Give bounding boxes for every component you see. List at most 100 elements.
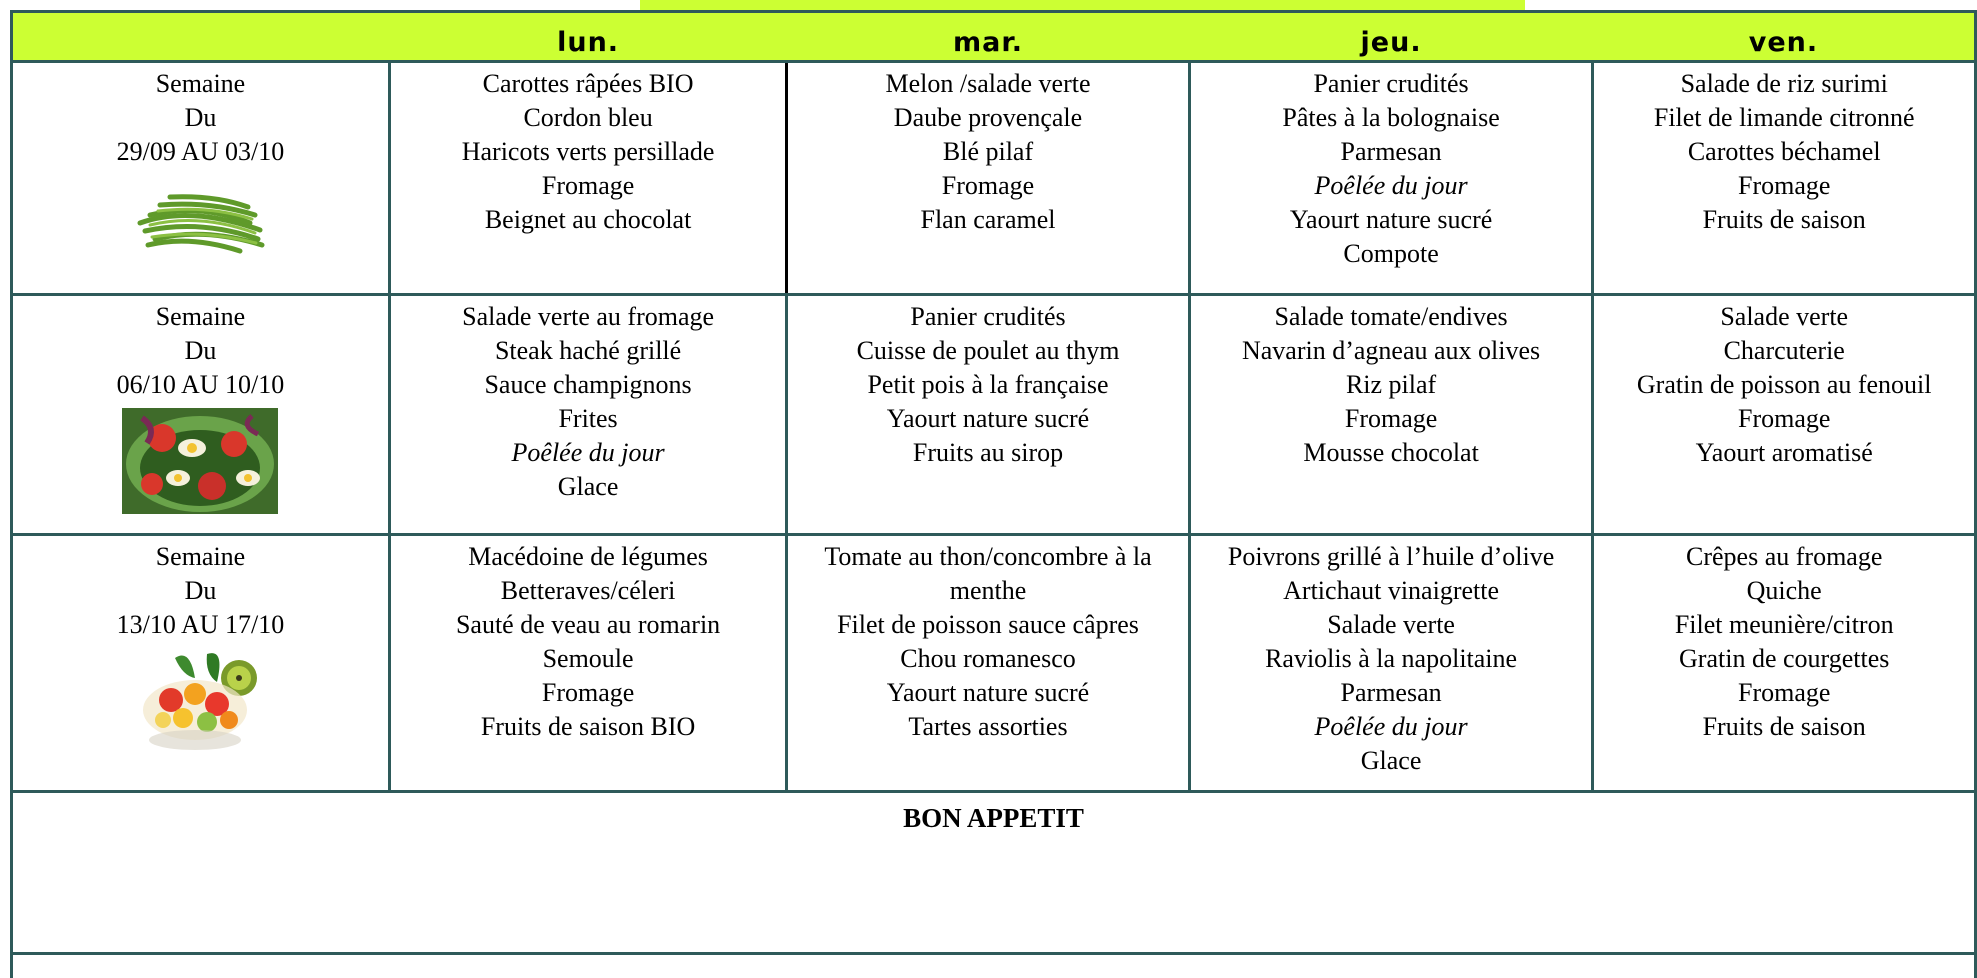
- dish-item-italic: Poêlée du jour: [511, 438, 665, 467]
- week-label-line: Semaine: [155, 302, 246, 331]
- dish-item: Quiche: [1746, 576, 1822, 605]
- menu-cell-lun: Carottes râpées BIO Cordon bleu Haricots…: [387, 60, 789, 296]
- menu-cell-jeu: Poivrons grillé à l’huile d’olive Artich…: [1187, 533, 1595, 793]
- week-label-line: Du: [184, 103, 217, 132]
- menu-cell-lun: Macédoine de légumes Betteraves/céleri S…: [387, 533, 789, 793]
- week-label-line: Semaine: [155, 69, 246, 98]
- week-label-line: Semaine: [155, 542, 246, 571]
- day-header-jeu: jeu.: [1189, 10, 1593, 63]
- dish-item: Yaourt nature sucré: [1289, 205, 1493, 234]
- dish-item: Crêpes au fromage: [1686, 542, 1883, 571]
- dish-item: Filet de limande citronné: [1653, 103, 1915, 132]
- dish-item: Gratin de courgettes: [1679, 644, 1890, 673]
- week-label-line: Du: [184, 336, 217, 365]
- dish-item: Fruits de saison: [1702, 205, 1866, 234]
- fruit-salad-image: [143, 653, 258, 750]
- dish-item: Parmesan: [1340, 137, 1442, 166]
- dish-item: Pâtes à la bolognaise: [1282, 103, 1500, 132]
- dish-item: Yaourt nature sucré: [886, 678, 1090, 707]
- dish-item: Frites: [558, 404, 618, 433]
- dish-item: Fruits de saison: [1702, 712, 1866, 741]
- week-label-cell: Semaine Du 06/10 AU 10/10: [10, 293, 391, 536]
- menu-cell-jeu: Salade tomate/endives Navarin d’agneau a…: [1187, 293, 1595, 536]
- salad-image: [122, 408, 279, 514]
- dish-item: Poivrons grillé à l’huile d’olive: [1227, 542, 1555, 571]
- week-row-2: Semaine Du 06/10 AU 10/10: [10, 293, 1977, 536]
- dish-item: Filet de poisson sauce câpres: [837, 610, 1139, 639]
- dish-item: Salade verte au fromage: [462, 302, 715, 331]
- dish-item: Mousse chocolat: [1303, 438, 1479, 467]
- dish-item: Flan caramel: [920, 205, 1056, 234]
- footer-cell: BON APPETIT: [10, 790, 1977, 955]
- dish-item: Salade verte: [1720, 302, 1849, 331]
- dish-item-italic: Poêlée du jour: [1314, 171, 1468, 200]
- menu-cell-ven: Salade verte Charcuterie Gratin de poiss…: [1591, 293, 1977, 536]
- dish-item: Raviolis à la napolitaine: [1265, 644, 1518, 673]
- menu-cell-jeu: Panier crudités Pâtes à la bolognaise Pa…: [1187, 60, 1595, 296]
- dish-item: Salade verte: [1327, 610, 1455, 639]
- week-label-cell: Semaine Du 29/09 AU 03/10: [10, 60, 391, 296]
- bon-appetit-text: BON APPETIT: [903, 803, 1084, 833]
- day-header-ven: ven.: [1592, 10, 1977, 63]
- dish-item: Fromage: [541, 678, 635, 707]
- dish-item: Parmesan: [1340, 678, 1442, 707]
- menu-cell-ven: Salade de riz surimi Filet de limande ci…: [1591, 60, 1977, 296]
- bottom-empty-cell: [10, 952, 1977, 978]
- dish-item: Melon /salade verte: [885, 69, 1091, 98]
- dish-item: Carottes râpées BIO: [482, 69, 694, 98]
- day-header-lun: lun.: [389, 10, 787, 63]
- week-date-range: 13/10 AU 17/10: [116, 610, 285, 639]
- dish-item-italic: Poêlée du jour: [1314, 712, 1468, 741]
- dish-item: Haricots verts persillade: [461, 137, 715, 166]
- dish-item: Sauté de veau au romarin: [455, 610, 721, 639]
- dish-item: Beignet au chocolat: [484, 205, 692, 234]
- dish-item: Tartes assorties: [908, 712, 1068, 741]
- week-date-range: 29/09 AU 03/10: [116, 137, 285, 166]
- dish-item: Fromage: [1737, 404, 1831, 433]
- dish-item: Yaourt nature sucré: [886, 404, 1090, 433]
- dish-item: Navarin d’agneau aux olives: [1241, 336, 1541, 365]
- dish-item: Panier crudités: [910, 302, 1066, 331]
- dish-item: Fromage: [541, 171, 635, 200]
- dish-item: Cordon bleu: [523, 103, 653, 132]
- week-row-3: Semaine Du 13/10 AU 17/10: [10, 533, 1977, 793]
- week-label-line: Du: [184, 576, 217, 605]
- week-label-cell: Semaine Du 13/10 AU 17/10: [10, 533, 391, 793]
- dish-item: Gratin de poisson au fenouil: [1636, 370, 1932, 399]
- dish-item: Glace: [1360, 746, 1422, 775]
- dish-item: Blé pilaf: [942, 137, 1034, 166]
- dish-item: Betteraves/céleri: [500, 576, 676, 605]
- menu-cell-mar: Tomate au thon/concombre à la menthe Fil…: [785, 533, 1191, 793]
- dish-item: Salade de riz surimi: [1680, 69, 1888, 98]
- dish-item: Fromage: [1737, 171, 1831, 200]
- green-beans-image: [137, 194, 265, 254]
- week-date-range: 06/10 AU 10/10: [116, 370, 285, 399]
- dish-item: Panier crudités: [1313, 69, 1469, 98]
- weekly-menu-table: lun. mar. jeu. ven. Semaine Du 29/09 AU …: [10, 10, 1977, 978]
- week-row-1: Semaine Du 29/09 AU 03/10: [10, 60, 1977, 296]
- header-corner: [10, 10, 390, 63]
- menu-cell-lun: Salade verte au fromage Steak haché gril…: [387, 293, 789, 536]
- dish-item: Salade tomate/endives: [1274, 302, 1508, 331]
- dish-item: Filet meunière/citron: [1674, 610, 1894, 639]
- header-row: lun. mar. jeu. ven.: [10, 10, 1977, 63]
- dish-item: Glace: [557, 472, 619, 501]
- dish-item: Artichaut vinaigrette: [1283, 576, 1499, 605]
- dish-item: Fromage: [941, 171, 1035, 200]
- dish-item: Riz pilaf: [1345, 370, 1437, 399]
- dish-item: Macédoine de légumes: [468, 542, 708, 571]
- menu-cell-mar: Panier crudités Cuisse de poulet au thym…: [785, 293, 1191, 536]
- dish-item: Fromage: [1344, 404, 1438, 433]
- dish-item: Tomate au thon/concombre à la menthe: [824, 542, 1152, 605]
- dish-item: Daube provençale: [893, 103, 1083, 132]
- dish-item: Sauce champignons: [484, 370, 692, 399]
- bottom-row: [10, 952, 1977, 978]
- dish-item: Cuisse de poulet au thym: [856, 336, 1120, 365]
- dish-item: Semoule: [542, 644, 634, 673]
- menu-cell-ven: Crêpes au fromage Quiche Filet meunière/…: [1591, 533, 1977, 793]
- dish-item: Fruits au sirop: [912, 438, 1064, 467]
- dish-item: Compote: [1343, 239, 1439, 268]
- dish-item: Carottes béchamel: [1687, 137, 1881, 166]
- day-header-mar: mar.: [786, 10, 1190, 63]
- dish-item: Fromage: [1737, 678, 1831, 707]
